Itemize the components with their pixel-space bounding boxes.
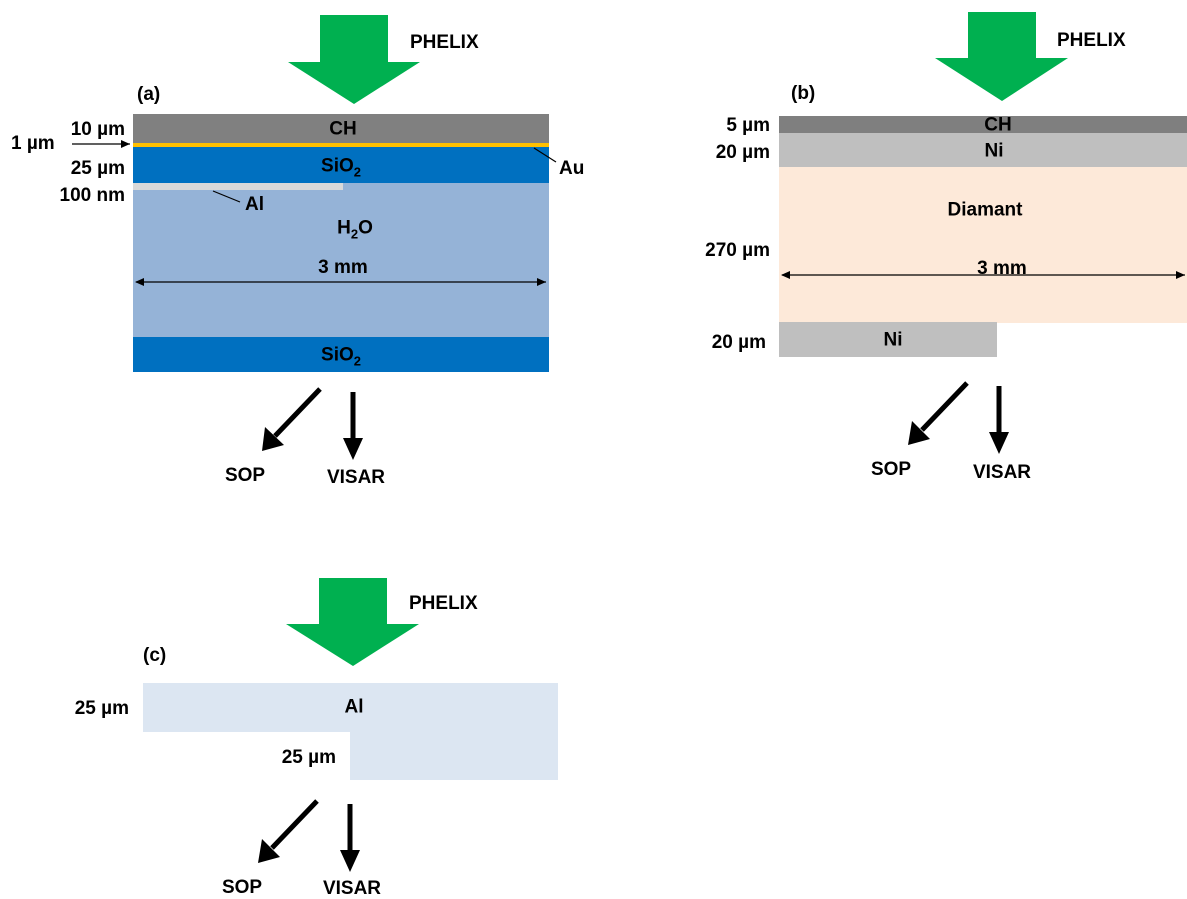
- laser-label-b: PHELIX: [1057, 30, 1126, 51]
- ch-a-label: CH: [329, 118, 357, 140]
- layer-ni-bottom: [779, 322, 997, 357]
- h2o-label: H2O: [337, 217, 373, 242]
- sop-arrow-b: [908, 381, 969, 445]
- sop-arrow-a: [262, 387, 322, 451]
- thickness-diamond: 270 µm: [705, 240, 770, 261]
- layer-diamond: [779, 167, 1187, 323]
- panel-a: [72, 15, 557, 460]
- thickness-au: 1 µm: [11, 133, 55, 154]
- thickness-al-c: 25 µm: [74, 698, 129, 719]
- thickness-step-c: 25 µm: [281, 747, 336, 768]
- panel-b-tag: (b): [791, 83, 816, 104]
- ch-b-label: CH: [984, 114, 1012, 136]
- thickness-ni-bottom: 20 µm: [711, 332, 766, 353]
- laser-arrow-b: [935, 12, 1068, 101]
- al-leader-line: [212, 190, 241, 203]
- visar-arrow-b: [989, 386, 1009, 454]
- laser-arrow-c: [286, 578, 419, 666]
- layer-ch-a: [133, 114, 549, 144]
- sop-label-a: SOP: [224, 465, 266, 486]
- panel-b: [779, 12, 1187, 454]
- width-label-a: 3 mm: [318, 257, 368, 278]
- al-label-a: Al: [245, 194, 264, 215]
- visar-arrow-a: [343, 392, 363, 460]
- laser-label-c: PHELIX: [409, 593, 478, 614]
- sop-label-b: SOP: [870, 459, 912, 480]
- thickness-sio2-a: 25 µm: [70, 158, 125, 179]
- layer-ch-b: [779, 116, 1187, 133]
- thickness-ni-top: 20 µm: [715, 142, 770, 163]
- visar-label-c: VISAR: [322, 878, 382, 899]
- sop-label-c: SOP: [221, 877, 263, 898]
- visar-label-a: VISAR: [326, 467, 386, 488]
- al-label-c: Al: [344, 696, 364, 718]
- layer-ni-top: [779, 133, 1187, 167]
- diamond-label: Diamant: [947, 199, 1023, 221]
- sio2-top-label: SiO2: [321, 155, 361, 180]
- sop-arrow-c: [258, 799, 319, 863]
- thickness-ch-b: 5 µm: [726, 115, 770, 136]
- laser-label-a: PHELIX: [410, 32, 479, 53]
- layer-water: [133, 183, 549, 337]
- layer-sio2-bottom: [133, 337, 549, 372]
- panel-c-tag: (c): [143, 645, 167, 666]
- panel-a-tag: (a): [137, 84, 161, 105]
- layer-gold: [133, 143, 549, 147]
- au-leader-line: [533, 147, 557, 163]
- width-label-b: 3 mm: [977, 258, 1027, 279]
- thickness-ch-a: 10 µm: [70, 119, 125, 140]
- layer-sio2-top: [133, 147, 549, 183]
- ni-bottom-label: Ni: [883, 329, 903, 351]
- sio2-bottom-label: SiO2: [321, 344, 361, 369]
- ni-top-label: Ni: [984, 140, 1004, 162]
- layer-al-foil: [133, 183, 343, 190]
- panel-c: [143, 578, 558, 872]
- visar-arrow-c: [340, 804, 360, 872]
- visar-label-b: VISAR: [972, 462, 1032, 483]
- laser-arrow-a: [288, 15, 420, 104]
- thickness-al-a: 100 nm: [59, 185, 125, 206]
- au-label: Au: [559, 158, 585, 179]
- layer-al-step: [143, 683, 558, 780]
